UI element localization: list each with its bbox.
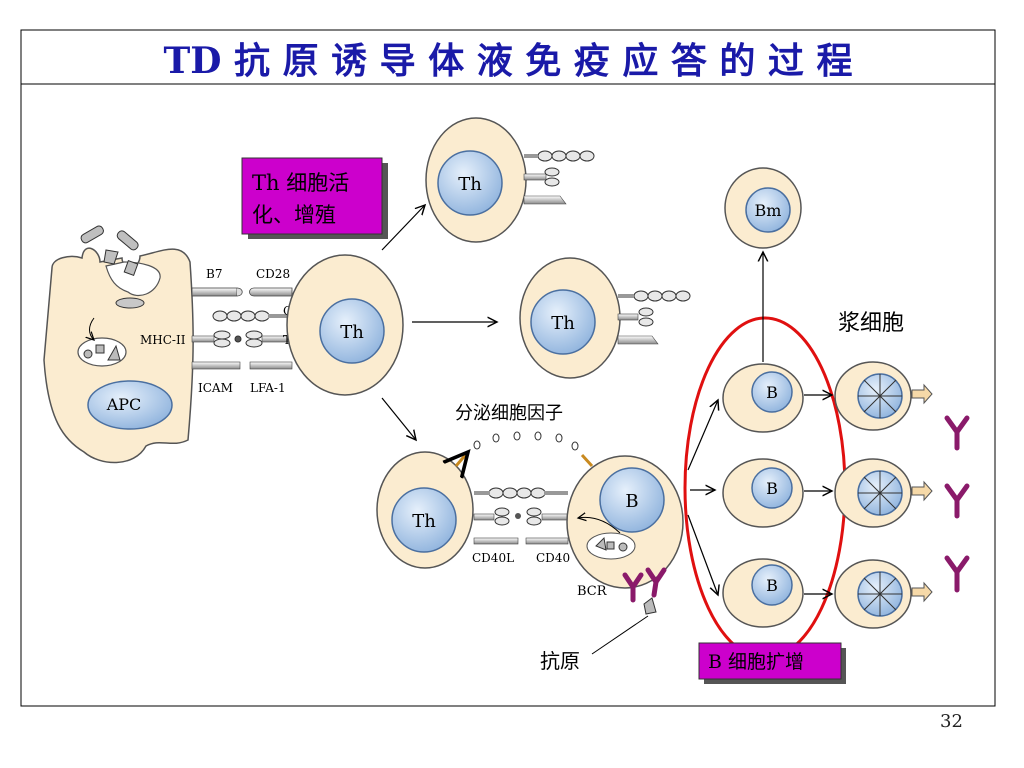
bcr-receptors [622,567,667,603]
th-cell-bottom: Th [376,452,474,569]
th-b-synapse: CD40L CD40 [472,487,570,565]
b-label: B [766,479,778,498]
b-label: B [766,576,778,595]
page-number: 32 [940,711,963,732]
mhc2-label: MHC-II [140,333,186,347]
arrow-to-b-bottom [687,514,718,595]
b-label: B [625,491,638,512]
b-cell-2: B [722,458,804,528]
antigen-pointer [591,615,649,655]
b-expansion-box: B 细胞扩增 [698,642,846,684]
page-title: TD 抗 原 诱 导 体 液 免 疫 应 答 的 过 程 [164,40,853,82]
cd40-label: CD40 [536,551,570,565]
th-activation-line2: 化、增殖 [252,203,336,227]
apc-label: APC [106,395,142,414]
th-label: Th [551,313,575,334]
antigen-label: 抗原 [540,649,580,673]
cd28-label: CD28 [256,267,290,281]
b-cell-activated: B [566,455,684,589]
bm-label: Bm [755,201,782,220]
bcr-label: BCR [577,584,608,599]
cytokine-label: 分泌细胞因子 [455,403,563,424]
b-cell-1: B [722,363,804,433]
arrow-to-b-top [687,400,718,471]
free-antigens [80,225,139,276]
plasma-cell-3 [834,559,933,629]
cd40l-label: CD40L [472,551,514,565]
b-label: B [766,383,778,402]
apc-cell: APC [43,247,194,464]
th-label: Th [458,174,482,195]
b-cell-3: B [722,558,804,628]
plasma-cell-2 [834,458,933,528]
th-label: Th [340,322,364,343]
th-cell-middle: Th [519,257,691,379]
antigen-particle [115,297,145,309]
cytokine-dots [473,431,579,451]
th-activation-line1: Th 细胞活 [252,171,349,195]
lfa1-label: LFA-1 [250,381,286,395]
plasma-cell-label: 浆细胞 [838,311,904,336]
apc-nucleus [87,380,173,430]
bm-cell: Bm [724,167,802,249]
antibody-icons [944,415,970,593]
th-cell-center: Th [286,254,404,396]
arrow-to-th-bottom [381,397,416,440]
icam-label: ICAM [198,381,233,395]
plasma-cell-1 [834,361,933,431]
th-label: Th [412,511,436,532]
th-activation-box: Th 细胞活 化、增殖 [241,157,388,239]
cytokine-receptor-arrow [580,453,594,468]
th-cell-top: Th [425,117,595,243]
title-bar [20,29,996,85]
antigen-on-bcr [643,597,657,615]
b7-label: B7 [206,267,222,281]
b-expansion-label: B 细胞扩增 [708,651,804,673]
arrow-to-th-top [381,205,425,251]
